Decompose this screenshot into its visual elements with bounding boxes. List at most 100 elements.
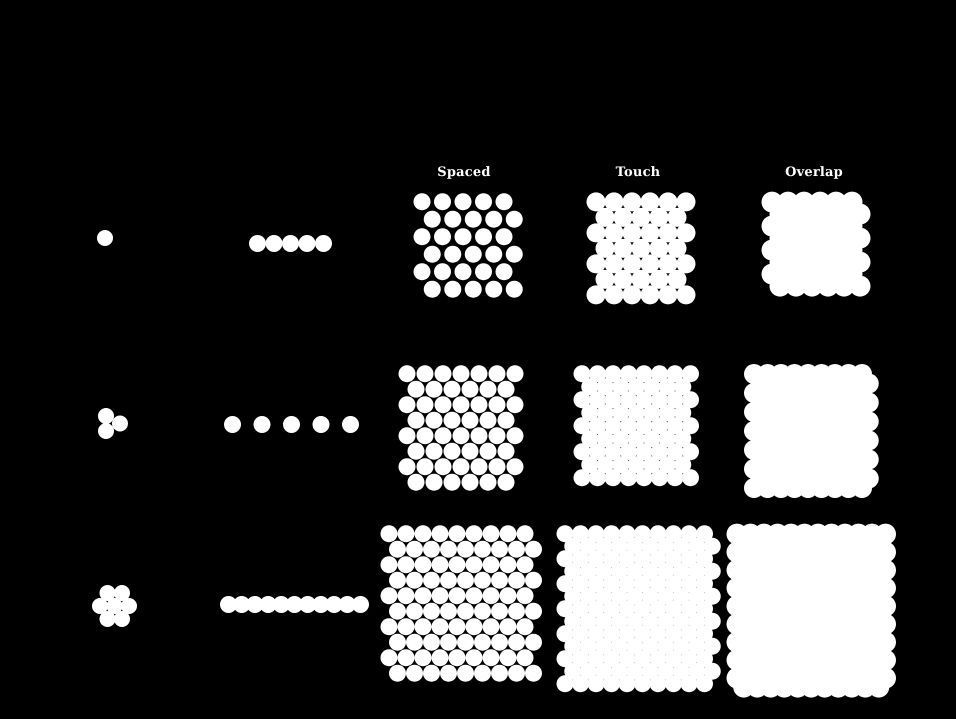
dot bbox=[414, 525, 432, 543]
dot bbox=[434, 365, 452, 383]
dot bbox=[672, 537, 690, 555]
dot bbox=[589, 365, 606, 383]
dot bbox=[666, 365, 684, 383]
dot bbox=[92, 598, 108, 614]
dot bbox=[589, 417, 606, 435]
dot bbox=[604, 469, 622, 487]
dot bbox=[246, 596, 264, 613]
dot bbox=[680, 575, 698, 593]
dot bbox=[620, 443, 637, 461]
dot bbox=[626, 662, 644, 680]
dot bbox=[482, 525, 500, 543]
dot bbox=[688, 537, 706, 555]
dot bbox=[474, 571, 491, 589]
dot bbox=[114, 585, 130, 601]
dot bbox=[312, 596, 330, 613]
dot bbox=[849, 275, 871, 297]
dot bbox=[572, 525, 589, 543]
dot bbox=[610, 662, 628, 680]
dot bbox=[658, 404, 676, 422]
dot bbox=[672, 587, 690, 605]
dot bbox=[643, 456, 661, 474]
panel-r0-c1 bbox=[247, 233, 334, 254]
dot bbox=[631, 238, 651, 258]
dot bbox=[572, 675, 589, 693]
dot bbox=[423, 602, 440, 620]
dot bbox=[342, 416, 359, 433]
dot bbox=[508, 571, 525, 589]
dot bbox=[488, 365, 506, 383]
dot bbox=[610, 587, 628, 605]
dot bbox=[627, 430, 645, 448]
dot bbox=[666, 391, 684, 409]
dot bbox=[444, 210, 462, 228]
dot bbox=[283, 416, 300, 433]
dot bbox=[423, 664, 440, 682]
dot bbox=[389, 602, 406, 620]
dot bbox=[423, 245, 441, 263]
dot bbox=[434, 228, 451, 246]
dot bbox=[643, 430, 661, 448]
dot bbox=[434, 427, 452, 445]
dot bbox=[406, 540, 423, 558]
dot bbox=[564, 587, 582, 605]
dot bbox=[448, 618, 466, 636]
dot bbox=[414, 618, 432, 636]
dot bbox=[595, 587, 613, 605]
dot bbox=[769, 275, 791, 297]
dot bbox=[457, 664, 474, 682]
dot bbox=[499, 587, 517, 605]
dot bbox=[465, 649, 483, 667]
dot bbox=[688, 612, 706, 630]
dot bbox=[688, 637, 706, 655]
dot bbox=[622, 223, 642, 243]
dot bbox=[457, 602, 474, 620]
dot bbox=[488, 427, 506, 445]
dot bbox=[440, 540, 457, 558]
dot bbox=[485, 245, 503, 263]
dot bbox=[595, 662, 613, 680]
dot bbox=[407, 411, 425, 429]
dot bbox=[641, 562, 659, 580]
dot bbox=[414, 649, 432, 667]
dot bbox=[640, 285, 660, 305]
panel-r1-c4-overlap bbox=[744, 364, 879, 498]
dot bbox=[682, 391, 699, 409]
dot bbox=[443, 411, 461, 429]
dot bbox=[612, 404, 630, 422]
dot bbox=[641, 587, 659, 605]
dot bbox=[622, 254, 642, 274]
dot bbox=[657, 662, 675, 680]
dot bbox=[299, 596, 317, 613]
dot bbox=[465, 556, 483, 574]
dot bbox=[431, 525, 449, 543]
dot bbox=[635, 443, 653, 461]
dot bbox=[587, 525, 605, 543]
dot bbox=[556, 675, 574, 693]
dot bbox=[525, 602, 542, 620]
dot bbox=[665, 550, 682, 568]
dot bbox=[641, 612, 659, 630]
dot bbox=[634, 650, 651, 668]
dot bbox=[259, 596, 277, 613]
dot bbox=[464, 210, 482, 228]
dot bbox=[595, 612, 613, 630]
dot bbox=[461, 442, 479, 460]
dot bbox=[397, 618, 415, 636]
dot bbox=[352, 596, 369, 613]
dot bbox=[641, 637, 659, 655]
dot bbox=[651, 417, 668, 435]
dot bbox=[657, 637, 675, 655]
dot bbox=[595, 537, 613, 555]
dot bbox=[564, 637, 582, 655]
dot bbox=[479, 473, 497, 491]
dot bbox=[573, 365, 591, 383]
dot bbox=[666, 469, 684, 487]
dot bbox=[634, 550, 651, 568]
dot bbox=[499, 556, 517, 574]
dot bbox=[665, 625, 682, 643]
dot bbox=[556, 550, 574, 568]
dot bbox=[397, 587, 415, 605]
dot bbox=[604, 417, 622, 435]
dot bbox=[674, 404, 692, 422]
